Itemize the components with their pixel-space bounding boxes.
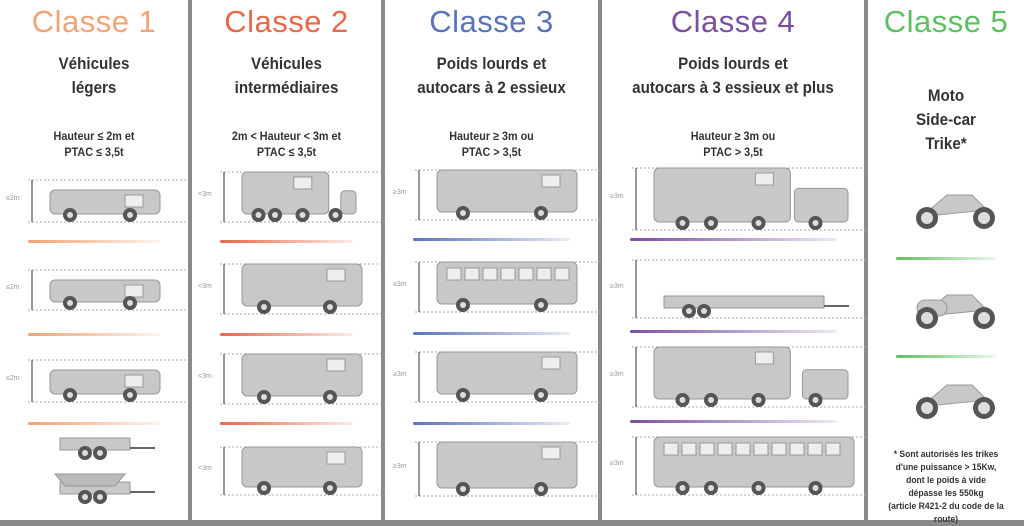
height-label: <3m xyxy=(198,191,212,198)
class-color-bar xyxy=(630,330,836,333)
height-label: ≤2m xyxy=(6,284,20,291)
subtitle-line: Trike* xyxy=(925,135,967,153)
class-color-bar xyxy=(28,333,160,336)
height-label: <3m xyxy=(198,465,212,472)
height-label: ≤2m xyxy=(6,195,20,202)
class-condition: Hauteur ≥ 3m ou PTAC > 3,5t xyxy=(396,128,588,160)
class-color-bar xyxy=(896,257,996,260)
trailer-icon xyxy=(28,430,188,471)
class-color-bar xyxy=(413,422,570,425)
motorhome-icon: ≥3m xyxy=(393,440,605,507)
class-subtitle: Véhicules intermédiaires xyxy=(200,52,374,100)
subtitle-line: Véhicules xyxy=(251,55,322,73)
subtitle-line: autocars à 3 essieux et plus xyxy=(632,79,834,97)
height-label: ≥3m xyxy=(393,463,407,470)
class-color-bar xyxy=(220,422,353,425)
height-label: ≥3m xyxy=(610,460,624,467)
class-condition: Hauteur ≥ 3m ou PTAC > 3,5t xyxy=(615,128,851,160)
height-label: ≥3m xyxy=(393,189,407,196)
footnote-line: dépasse les 550kg xyxy=(908,488,984,499)
height-label: ≥3m xyxy=(610,371,624,378)
height-label: <3m xyxy=(198,373,212,380)
suv-icon: ≤2m xyxy=(6,358,188,413)
motorcycle-icon xyxy=(900,175,1020,241)
footnote-line: (article R421-2 du code de la route) xyxy=(888,501,1004,525)
subtitle-line: intermédiaires xyxy=(234,79,339,97)
class-color-bar xyxy=(220,333,353,336)
coach-icon: ≥3m xyxy=(610,435,882,506)
class-4-column: Classe 4 Poids lourds et autocars à 3 essi… xyxy=(602,0,882,520)
height-label: ≥3m xyxy=(610,283,624,290)
subtitle-line: légers xyxy=(71,79,117,97)
box-truck-icon: ≥3m xyxy=(393,168,605,231)
van-icon: <3m xyxy=(198,262,390,325)
class-subtitle: Poids lourds et autocars à 3 essieux et p… xyxy=(612,52,853,100)
condition-line: 2m < Hauteur < 3m et xyxy=(231,129,342,143)
class-title: Classe 5 xyxy=(883,4,1009,39)
class-condition: Hauteur ≤ 2m et PTAC ≤ 3,5t xyxy=(9,128,178,160)
light-truck-icon: ≥3m xyxy=(393,350,605,413)
footnote-line: dont le poids à vide xyxy=(906,475,986,486)
class-color-bar xyxy=(413,238,570,241)
class-color-bar xyxy=(630,238,836,241)
class-color-bar xyxy=(413,332,570,335)
caravan-with-van-icon: ≥3m xyxy=(610,345,882,418)
class-3-column: Classe 3 Poids lourds et autocars à 2 essi… xyxy=(385,0,605,520)
height-label: <3m xyxy=(198,283,212,290)
chopper-icon xyxy=(900,370,1020,431)
class-title: Classe 1 xyxy=(31,4,157,39)
class-color-bar xyxy=(28,240,160,243)
class-title: Classe 3 xyxy=(429,4,554,39)
small-car-icon: ≤2m xyxy=(6,268,188,321)
condition-line: PTAC ≤ 3,5t xyxy=(256,145,317,159)
height-label: ≤2m xyxy=(6,375,20,382)
subtitle-line: Poids lourds et xyxy=(678,55,788,73)
subtitle-line: autocars à 2 essieux xyxy=(417,79,566,97)
height-label: ≥3m xyxy=(393,371,407,378)
height-label: ≥3m xyxy=(610,193,624,200)
class-color-bar xyxy=(28,422,160,425)
minivan-icon: ≤2m xyxy=(6,178,188,233)
subtitle-line: Side-car xyxy=(916,111,976,129)
condition-line: Hauteur ≤ 2m et xyxy=(53,129,135,143)
subtitle-line: Véhicules xyxy=(58,55,130,73)
class-color-bar xyxy=(630,420,836,423)
class-subtitle: Véhicules légers xyxy=(8,52,181,100)
condition-line: Hauteur ≥ 3m ou xyxy=(449,129,534,143)
condition-line: PTAC ≤ 3,5t xyxy=(64,145,124,159)
class-2-column: Classe 2 Véhicules intermédiaires 2m < Haut… xyxy=(192,0,390,520)
footnote-line: d'une puissance > 15Kw, xyxy=(895,462,997,473)
trike-footnote: * Sont autorisés les trikes d'une puissan… xyxy=(876,448,1016,526)
footnote-line: * Sont autorisés les trikes xyxy=(893,449,999,460)
truck-with-trailer-icon: ≥3m xyxy=(610,258,882,329)
condition-line: PTAC > 3,5t xyxy=(703,145,763,159)
sidecar-icon xyxy=(900,275,1020,341)
caravan-with-car-icon: <3m xyxy=(198,170,390,233)
camper-van-icon: <3m xyxy=(198,352,390,415)
condition-line: PTAC > 3,5t xyxy=(461,145,522,159)
class-subtitle: Poids lourds et autocars à 2 essieux xyxy=(394,52,590,100)
class-condition: 2m < Hauteur < 3m et PTAC ≤ 3,5t xyxy=(201,128,371,160)
bus-icon: ≥3m xyxy=(393,260,605,323)
class-title: Classe 4 xyxy=(670,4,796,39)
condition-line: Hauteur ≥ 3m ou xyxy=(690,129,776,143)
class-color-bar xyxy=(896,355,996,358)
subtitle-line: Poids lourds et xyxy=(436,55,547,73)
class-title: Classe 2 xyxy=(224,4,349,39)
subtitle-line: Moto xyxy=(927,87,965,105)
pickup-camper-icon: <3m xyxy=(198,445,390,506)
semi-truck-icon: ≥3m xyxy=(610,166,882,241)
boat-trailer-icon xyxy=(28,470,188,515)
class-color-bar xyxy=(220,240,353,243)
height-label: ≥3m xyxy=(393,281,407,288)
